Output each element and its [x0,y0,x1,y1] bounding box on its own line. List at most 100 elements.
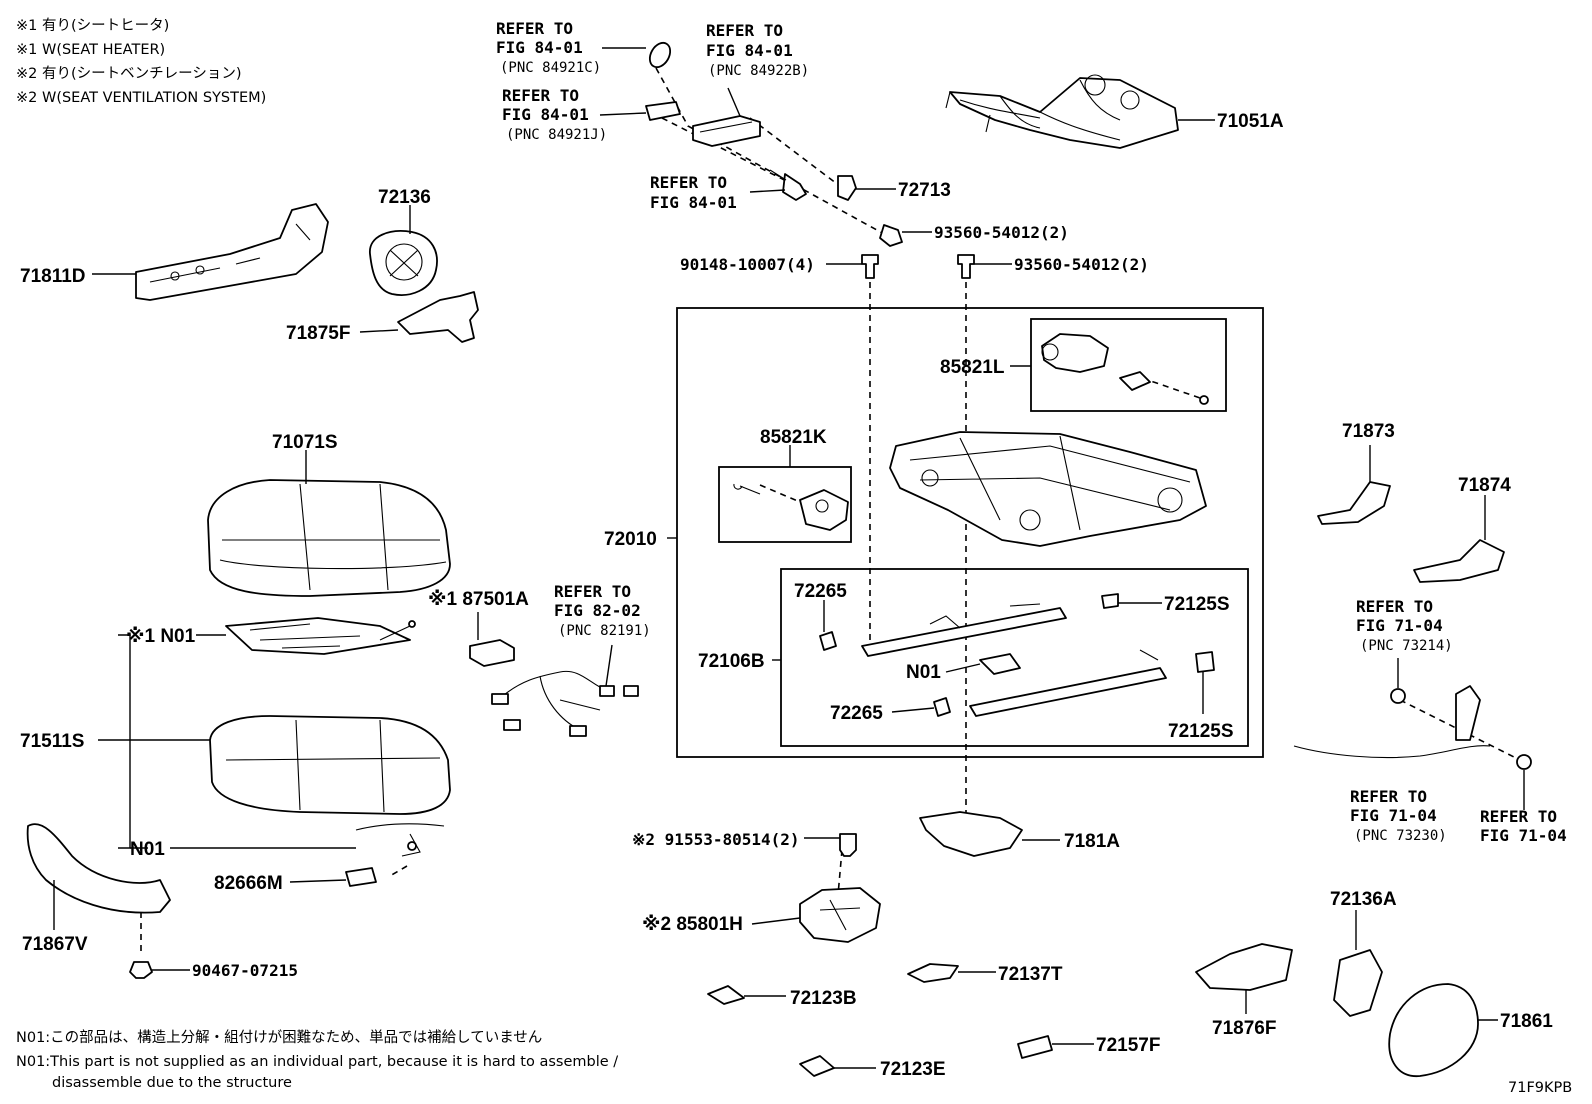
part-label-n01-track[interactable]: N01 [906,662,941,683]
part-90148-drawing [861,254,879,279]
part-label-72123e[interactable]: 72123E [880,1059,946,1080]
footnote-en-2: disassemble due to the structure [52,1075,292,1091]
ref-84921c[interactable]: REFER TO FIG 84-01 (PNC 84921C) [496,19,601,76]
part-85821l-drawing [1041,333,1209,405]
part-71873-drawing [1317,481,1391,525]
ref-73214-line2: FIG 71-04 [1356,616,1443,635]
part-93560-top-drawing [879,224,903,247]
part-label-72265-a[interactable]: 72265 [794,581,847,602]
part-label-72125s-a[interactable]: 72125S [1164,594,1230,615]
part-label-87501a[interactable]: ※1 87501A [428,589,529,610]
part-72157f-drawing [1017,1035,1053,1059]
part-84921c-drawing [648,41,672,69]
part-label-72125s-b[interactable]: 72125S [1168,721,1234,742]
part-84921j-drawing [645,101,681,121]
part-label-72010[interactable]: 72010 [604,529,657,550]
part-71867v-drawing [26,823,171,914]
part-label-71051a[interactable]: 71051A [1217,111,1284,132]
ref-84-01[interactable]: REFER TO FIG 84-01 [650,173,737,212]
part-73230-cable-drawing [1293,745,1491,759]
part-label-71811d[interactable]: 71811D [20,266,86,287]
part-label-71874[interactable]: 71874 [1458,475,1511,496]
ref-73230[interactable]: REFER TO FIG 71-04 (PNC 73230) [1350,787,1447,844]
part-85801h-drawing [799,887,881,943]
ref-73214-line1: REFER TO [1356,597,1433,616]
legend-notes: ※1 有り(シートヒータ) ※1 W(SEAT HEATER) ※2 有り(シー… [16,17,266,106]
part-label-71861[interactable]: 71861 [1500,1011,1553,1032]
ref-71-04-line2: FIG 71-04 [1480,826,1567,845]
ref-84921j[interactable]: REFER TO FIG 84-01 (PNC 84921J) [502,86,607,143]
part-label-72106b[interactable]: 72106B [698,651,765,672]
part-label-82666m[interactable]: 82666M [214,873,283,894]
part-label-72136[interactable]: 72136 [378,187,431,208]
part-label-93560-top[interactable]: 93560-54012(2) [934,223,1069,242]
part-label-72713[interactable]: 72713 [898,180,951,201]
part-73214-drawing [1390,685,1481,741]
part-n01-lower-drawing [355,823,445,857]
ref-73214-pnc: (PNC 73214) [1360,638,1453,654]
part-label-90467[interactable]: 90467-07215 [192,961,298,980]
ref-82191[interactable]: REFER TO FIG 82-02 (PNC 82191) [554,582,651,639]
part-label-72137t[interactable]: 72137T [998,964,1063,985]
part-label-71511s[interactable]: 71511S [20,731,84,752]
part-label-n01-heater[interactable]: ※1 N01 [126,626,196,647]
ref-84921j-line1: REFER TO [502,86,579,105]
part-72137t-drawing [907,963,959,983]
part-72136a-drawing [1333,949,1383,1017]
part-71861-drawing [1388,983,1479,1077]
ref-84921j-pnc: (PNC 84921J) [506,127,607,143]
part-n01-heater-drawing [225,617,416,655]
part-label-71867v[interactable]: 71867V [22,934,88,955]
part-93560-mid-drawing [957,254,975,279]
part-71874-drawing [1413,539,1505,583]
ref-84921j-line2: FIG 84-01 [502,105,589,124]
part-71811d-drawing [135,203,329,301]
legend-note-4: ※2 W(SEAT VENTILATION SYSTEM) [16,90,266,106]
part-label-85821l[interactable]: 85821L [940,357,1005,378]
ref-84922b[interactable]: REFER TO FIG 84-01 (PNC 84922B) [706,21,809,79]
seat-frame-assembly-box [676,307,1264,758]
part-label-71875f[interactable]: 71875F [286,323,350,344]
ref-84-01-line1: REFER TO [650,173,727,192]
ref-71-04-line1: REFER TO [1480,807,1557,826]
ref-82191-line1: REFER TO [554,582,631,601]
part-label-72123b[interactable]: 72123B [790,988,857,1009]
legend-note-2: ※1 W(SEAT HEATER) [16,42,165,58]
motor-85821k-box [718,466,852,543]
part-label-72136a[interactable]: 72136A [1330,889,1397,910]
part-label-71071s[interactable]: 71071S [272,432,338,453]
part-label-72157f[interactable]: 72157F [1096,1035,1160,1056]
part-82666m-drawing [345,867,377,887]
ref-71-04[interactable]: REFER TO FIG 71-04 [1480,807,1567,845]
part-label-91553[interactable]: ※2 91553-80514(2) [632,830,800,849]
part-label-85821k[interactable]: 85821K [760,427,827,448]
ref-73214[interactable]: REFER TO FIG 71-04 (PNC 73214) [1356,597,1453,654]
ref-82191-line2: FIG 82-02 [554,601,641,620]
ref-84922b-line2: FIG 84-01 [706,41,793,60]
ref-73230-pnc: (PNC 73230) [1354,828,1447,844]
part-90467-drawing [129,961,153,979]
part-label-7181a[interactable]: 7181A [1064,831,1120,852]
part-label-85801h[interactable]: ※2 85801H [642,914,743,935]
ref-73230-line1: REFER TO [1350,787,1427,806]
part-71511s-drawing [209,715,451,815]
part-72106b-drawing [819,593,1215,717]
part-label-90148[interactable]: 90148-10007(4) [680,255,815,274]
part-72123b-drawing [707,985,745,1005]
part-label-n01-lower[interactable]: N01 [130,839,165,860]
part-label-72265-b[interactable]: 72265 [830,703,883,724]
part-label-93560-mid[interactable]: 93560-54012(2) [1014,255,1149,274]
part-label-71873[interactable]: 71873 [1342,421,1395,442]
footnotes: N01:この部品は、構造上分解・組付けが困難なため、単品では補給していません N… [16,1029,618,1091]
part-87501a-drawing [469,639,515,667]
ref-84921c-line1: REFER TO [496,19,573,38]
footnote-jp: N01:この部品は、構造上分解・組付けが困難なため、単品では補給していません [16,1029,542,1046]
part-7181a-drawing [919,811,1023,857]
part-label-71876f[interactable]: 71876F [1212,1018,1276,1039]
part-85821k-drawing [733,483,849,531]
part-72123e-drawing [799,1055,835,1077]
part-72010-drawing [889,431,1207,547]
part-71051a-drawing [945,74,1179,149]
